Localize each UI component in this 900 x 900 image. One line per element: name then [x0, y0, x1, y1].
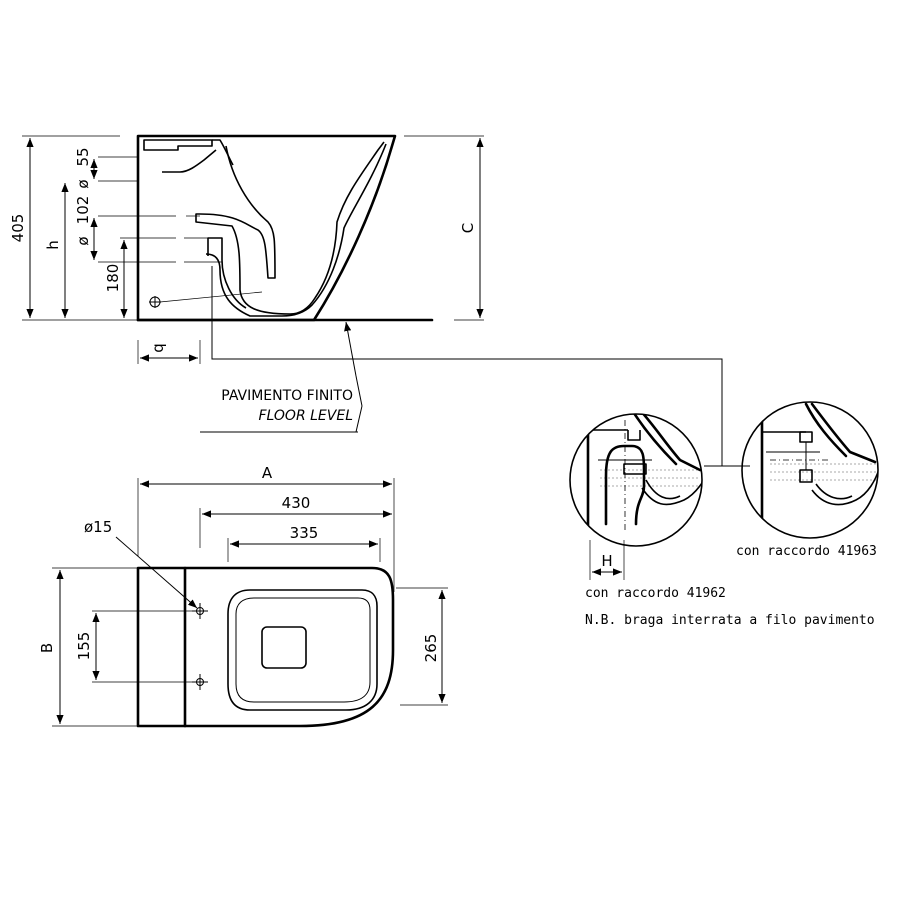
dim-diam-lower-label: ø — [74, 236, 92, 245]
dim-55-label: 55 — [74, 147, 92, 166]
floor-label-italian: PAVIMENTO FINITO — [221, 388, 353, 404]
dim-B-label: B — [38, 643, 56, 653]
installation-note: N.B. braga interrata a filo pavimento — [585, 613, 875, 628]
detail-right-caption: con raccordo 41963 — [736, 544, 877, 559]
dim-h-label: h — [44, 240, 62, 250]
side-view-bowl-inner — [205, 143, 387, 317]
side-view: 405 h 55 ø 102 ø 180 C q PAVIMENTO FINIT… — [9, 134, 750, 467]
side-view-flush-channel — [162, 139, 234, 173]
dim-diam15-label: ø15 — [84, 518, 112, 536]
side-view-rim — [143, 139, 213, 151]
side-view-trap — [207, 237, 247, 309]
dim-A-label: A — [262, 464, 273, 482]
top-view-seat-inner — [235, 597, 371, 703]
diam15-leader — [115, 536, 198, 609]
detail-left: H con raccordo 41962 N.B. braga interrat… — [569, 413, 875, 628]
dim-180-label: 180 — [104, 264, 122, 293]
dim-335-label: 335 — [290, 524, 319, 542]
top-view: A 430 335 ø15 B 155 265 — [38, 464, 448, 728]
dim-C-label: C — [459, 223, 477, 233]
dim-102-label: 102 — [74, 196, 92, 225]
floor-label-leader — [344, 321, 357, 377]
top-view-drain-opening — [261, 626, 307, 669]
dim-265-label: 265 — [422, 634, 440, 663]
dim-155-label: 155 — [75, 632, 93, 661]
side-view-body-outline — [136, 134, 397, 322]
detail-left-frame — [569, 413, 703, 547]
dim-405-label: 405 — [9, 214, 27, 243]
top-view-seat-outer — [227, 589, 378, 711]
floor-label-english: FLOOR LEVEL — [258, 408, 353, 424]
detail-right: con raccordo 41963 — [736, 401, 879, 559]
detail-left-caption: con raccordo 41962 — [585, 586, 726, 601]
dim-430-label: 430 — [282, 494, 311, 512]
dim-q-label: q — [149, 343, 167, 353]
dim-H-label: H — [601, 552, 612, 570]
top-view-body-outline — [136, 566, 395, 728]
side-view-bowl-outer — [195, 141, 385, 315]
floor-leader-line — [211, 266, 723, 466]
dim-diam-upper-label: ø — [74, 179, 92, 188]
